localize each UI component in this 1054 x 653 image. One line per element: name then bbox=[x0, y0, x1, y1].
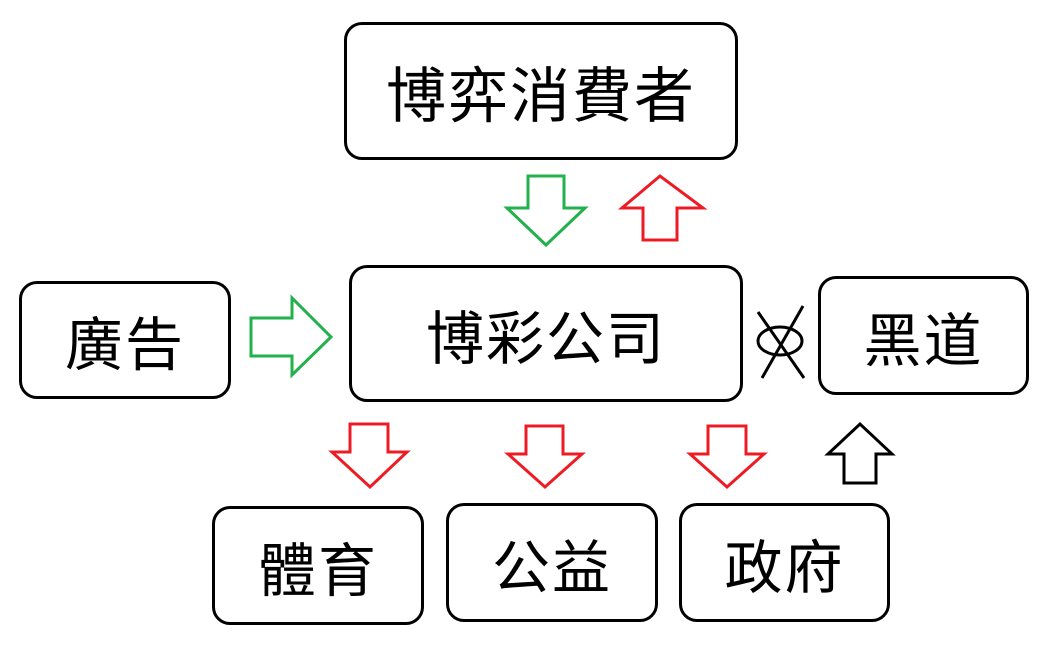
advertising-box: 廣告 bbox=[19, 281, 231, 399]
consumer-box: 博弈消費者 bbox=[344, 22, 738, 160]
blocked-link-icon bbox=[756, 305, 806, 379]
government-box: 政府 bbox=[679, 503, 890, 622]
arrow-down-red-icon bbox=[504, 424, 586, 490]
gangs-box: 黑道 bbox=[818, 276, 1029, 395]
government-label: 政府 bbox=[724, 533, 845, 602]
gangs-label: 黑道 bbox=[863, 306, 984, 375]
sports-label: 體育 bbox=[257, 536, 378, 605]
arrow-down-green-icon bbox=[503, 174, 589, 248]
welfare-label: 公益 bbox=[491, 533, 612, 602]
arrow-down-red-icon bbox=[328, 422, 411, 490]
sports-box: 體育 bbox=[212, 506, 424, 625]
arrow-up-red-icon bbox=[617, 174, 708, 242]
company-label: 博彩公司 bbox=[425, 304, 666, 373]
advertising-label: 廣告 bbox=[64, 311, 185, 379]
welfare-box: 公益 bbox=[446, 503, 658, 622]
arrow-up-black-icon bbox=[824, 421, 896, 485]
company-box: 博彩公司 bbox=[349, 265, 743, 402]
consumer-label: 博弈消費者 bbox=[386, 61, 696, 132]
arrow-right-green-icon bbox=[249, 294, 334, 379]
arrow-down-red-icon bbox=[686, 424, 768, 490]
